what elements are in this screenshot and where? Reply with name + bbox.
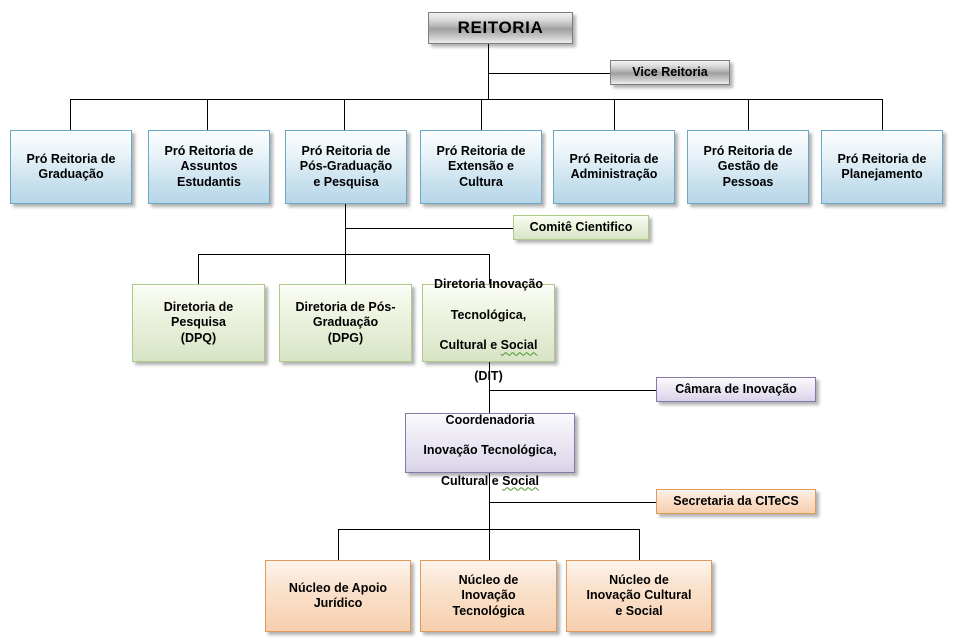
- node-reitoria[interactable]: REITORIA: [428, 12, 573, 44]
- node-secretaria-citecs[interactable]: Secretaria da CITeCS: [656, 489, 816, 514]
- connector-vice-reitoria-branch: [488, 73, 610, 74]
- node-pro-reitoria-assuntos-estudantis[interactable]: Pró Reitoria de Assuntos Estudantis: [148, 130, 270, 204]
- connector-level2-drop-5: [614, 99, 615, 130]
- node-pro-reitoria-pos-graduacao-pesquisa[interactable]: Pró Reitoria de Pós-Graduação e Pesquisa: [285, 130, 407, 204]
- dit-line-1: Diretoria Inovação: [433, 277, 544, 292]
- connector-level3-bus: [198, 254, 490, 255]
- node-nucleo-apoio-juridico-label: Núcleo de Apoio Jurídico: [288, 580, 388, 610]
- connector-level2-drop-7: [882, 99, 883, 130]
- node-pro-reitoria-administracao[interactable]: Pró Reitoria de Administração: [553, 130, 675, 204]
- dit-line-4: (DIT): [474, 369, 502, 383]
- coordenadoria-line-1: Coordenadoria: [445, 412, 535, 427]
- connector-secretaria-citecs-branch: [489, 502, 656, 503]
- node-pro-reitoria-assuntos-estudantis-label: Pró Reitoria de Assuntos Estudantis: [164, 144, 254, 189]
- connector-level3-drop-2: [345, 254, 346, 284]
- node-coordenadoria-citecs[interactable]: Coordenadoria Inovação Tecnológica, Cult…: [405, 413, 575, 488]
- node-pro-reitoria-extensao-cultura-label: Pró Reitoria de Extensão e Cultura: [436, 144, 526, 189]
- connector-comite-cientifico-branch: [345, 228, 513, 229]
- dit-line-2: Tecnológica,: [450, 307, 527, 322]
- connector-level5-drop-2: [489, 529, 490, 560]
- connector-level5-stem: [489, 473, 490, 560]
- node-pro-reitoria-planejamento-label: Pró Reitoria de Planejamento: [837, 151, 927, 181]
- dit-line-3-flagged-word: Social: [500, 338, 538, 353]
- node-pro-reitoria-gestao-pessoas-label: Pró Reitoria de Gestão de Pessoas: [703, 144, 793, 189]
- connector-level2-drop-2: [207, 99, 208, 130]
- connector-level3-stem: [345, 204, 346, 254]
- connector-level2-drop-3: [344, 99, 345, 130]
- connector-level2-drop-4: [481, 99, 482, 130]
- node-nucleo-inovacao-tecnologica-label: Núcleo de Inovação Tecnológica: [452, 573, 525, 618]
- node-pro-reitoria-planejamento[interactable]: Pró Reitoria de Planejamento: [821, 130, 943, 204]
- connector-reitoria-stem: [488, 44, 489, 99]
- connector-camara-inovacao-branch: [489, 390, 656, 391]
- node-vice-reitoria-label: Vice Reitoria: [632, 64, 708, 79]
- node-nucleo-inovacao-cultural-social[interactable]: Núcleo de Inovação Cultural e Social: [566, 560, 712, 632]
- node-diretoria-pesquisa-label: Diretoria de Pesquisa (DPQ): [163, 300, 234, 345]
- connector-level2-drop-6: [748, 99, 749, 130]
- node-pro-reitoria-administracao-label: Pró Reitoria de Administração: [569, 151, 659, 181]
- node-nucleo-inovacao-cultural-social-label: Núcleo de Inovação Cultural e Social: [586, 573, 692, 618]
- coordenadoria-line-3-prefix: Cultural e: [441, 473, 503, 488]
- node-secretaria-citecs-label: Secretaria da CITeCS: [673, 493, 799, 508]
- node-diretoria-pesquisa[interactable]: Diretoria de Pesquisa (DPQ): [132, 284, 265, 362]
- connector-level5-drop-1: [338, 529, 339, 560]
- connector-level2-drop-1: [70, 99, 71, 130]
- node-nucleo-apoio-juridico[interactable]: Núcleo de Apoio Jurídico: [265, 560, 411, 632]
- node-pro-reitoria-graduacao-label: Pró Reitoria de Graduação: [26, 151, 116, 181]
- connector-level3-drop-1: [198, 254, 199, 284]
- coordenadoria-line-3-flagged-word: Social: [502, 473, 539, 488]
- connector-level5-drop-3: [639, 529, 640, 560]
- connector-level2-bus: [70, 99, 882, 100]
- node-comite-cientifico[interactable]: Comitê Cientifico: [513, 215, 649, 240]
- node-nucleo-inovacao-tecnologica[interactable]: Núcleo de Inovação Tecnológica: [420, 560, 557, 632]
- node-reitoria-label: REITORIA: [457, 17, 544, 37]
- dit-line-3-prefix: Cultural e: [439, 338, 501, 353]
- connector-level5-bus: [338, 529, 639, 530]
- node-pro-reitoria-pos-graduacao-pesquisa-label: Pró Reitoria de Pós-Graduação e Pesquisa: [299, 144, 393, 189]
- node-diretoria-inovacao-tecnologica-label: Diretoria Inovação Tecnológica, Cultural…: [423, 262, 554, 384]
- node-pro-reitoria-graduacao[interactable]: Pró Reitoria de Graduação: [10, 130, 132, 204]
- coordenadoria-line-2: Inovação Tecnológica,: [423, 443, 557, 457]
- node-pro-reitoria-extensao-cultura[interactable]: Pró Reitoria de Extensão e Cultura: [420, 130, 542, 204]
- node-comite-cientifico-label: Comitê Cientifico: [529, 219, 633, 234]
- node-vice-reitoria[interactable]: Vice Reitoria: [610, 60, 730, 85]
- connector-level3-drop-3: [489, 254, 490, 284]
- node-diretoria-pos-graduacao[interactable]: Diretoria de Pós- Graduação (DPG): [279, 284, 412, 362]
- node-pro-reitoria-gestao-pessoas[interactable]: Pró Reitoria de Gestão de Pessoas: [687, 130, 809, 204]
- node-diretoria-pos-graduacao-label: Diretoria de Pós- Graduação (DPG): [295, 300, 396, 345]
- node-diretoria-inovacao-tecnologica[interactable]: Diretoria Inovação Tecnológica, Cultural…: [422, 277, 555, 383]
- node-coordenadoria-citecs-label: Coordenadoria Inovação Tecnológica, Cult…: [406, 397, 574, 489]
- node-camara-inovacao-label: Câmara de Inovação: [675, 381, 797, 396]
- node-camara-inovacao[interactable]: Câmara de Inovação: [656, 377, 816, 402]
